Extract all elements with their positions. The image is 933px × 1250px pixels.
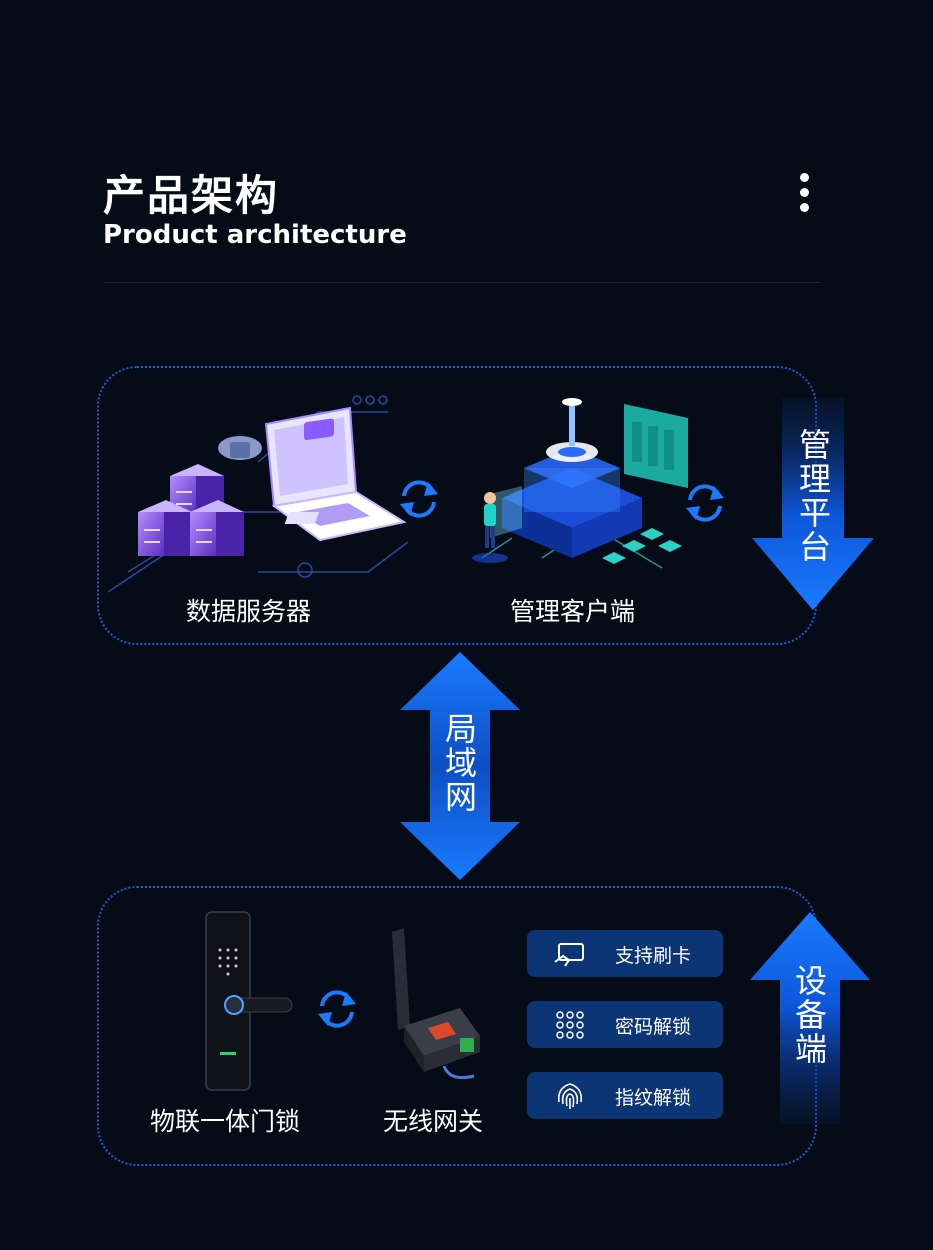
device-side-label: 设备端 [790, 964, 828, 1066]
page-title: 产品架构 [103, 171, 280, 220]
database-server-label: 数据服务器 [186, 597, 312, 626]
sync-icon [686, 484, 724, 522]
feature-fingerprint-unlock[interactable]: 指纹解锁 [527, 1072, 723, 1119]
feature-fingerprint-unlock-label: 指纹解锁 [615, 1087, 692, 1109]
feature-password-unlock-label: 密码解锁 [615, 1016, 692, 1038]
down-arrow-icon [752, 398, 874, 610]
up-arrow-icon [750, 912, 870, 1124]
wireless-gateway-illustration [392, 928, 480, 1080]
door-lock-label: 物联一体门锁 [150, 1107, 301, 1136]
smart-door-lock-illustration [205, 911, 293, 1091]
gateway-label: 无线网关 [383, 1107, 484, 1136]
feature-swipe-card-label: 支持刷卡 [615, 945, 692, 967]
more-vertical-icon[interactable] [794, 170, 816, 216]
header-divider [103, 282, 821, 283]
swipe-card-icon [554, 943, 584, 967]
bidirectional-arrow-icon [400, 652, 520, 880]
management-client-label: 管理客户端 [510, 597, 636, 626]
lan-label: 局域网 [440, 712, 478, 814]
database-server-illustration [108, 395, 409, 593]
sync-icon [318, 990, 356, 1028]
feature-password-unlock[interactable]: 密码解锁 [527, 1001, 723, 1048]
keypad-icon [556, 1011, 584, 1039]
management-client-illustration [472, 398, 688, 569]
fingerprint-icon [557, 1083, 583, 1109]
page-subtitle: Product architecture [103, 220, 407, 250]
feature-swipe-card[interactable]: 支持刷卡 [527, 930, 723, 977]
sync-icon [400, 480, 438, 518]
management-platform-label: 管理平台 [794, 428, 832, 564]
